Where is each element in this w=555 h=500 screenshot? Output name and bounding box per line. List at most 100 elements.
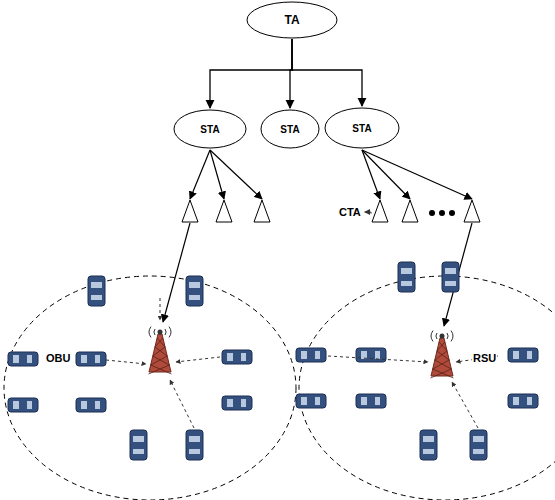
unit-label: RSU <box>472 352 497 364</box>
car-body <box>76 352 106 366</box>
car-window <box>227 399 233 407</box>
cell-boundary <box>299 276 555 500</box>
car-window <box>91 282 102 288</box>
car-window <box>189 282 200 288</box>
car-window <box>315 351 320 359</box>
car-body <box>508 348 538 362</box>
sub-authority-ellipse: STA <box>260 109 320 149</box>
car-window <box>527 351 532 359</box>
node-label: STA <box>280 124 299 135</box>
vehicle-obu <box>8 352 38 366</box>
car-window <box>13 401 19 409</box>
cta-triangle <box>464 200 480 222</box>
car-body <box>76 398 106 412</box>
car-body <box>8 398 38 412</box>
signal-wave <box>149 327 151 338</box>
ellipsis-dot <box>429 210 435 216</box>
car-window <box>189 295 200 300</box>
vehicle-obu <box>296 348 326 362</box>
car-window <box>189 436 200 442</box>
vehicle-obu <box>186 276 203 306</box>
vehicle-obu <box>76 352 106 366</box>
car-window <box>423 449 434 454</box>
cta-triangle <box>402 200 418 222</box>
signal-wave <box>436 333 437 339</box>
car-body <box>296 394 326 408</box>
rsu-tower <box>431 331 454 378</box>
vehicle-obu <box>398 262 415 292</box>
car-window <box>361 397 367 405</box>
authority-ellipse: TA <box>246 1 338 39</box>
vehicle-obu <box>296 394 326 408</box>
signal-wave <box>451 331 453 342</box>
car-body <box>186 430 203 460</box>
tower-lattice <box>151 356 168 365</box>
tower-lattice <box>437 342 445 351</box>
car-window <box>95 355 100 363</box>
car-body <box>296 348 326 362</box>
car-body <box>8 352 38 366</box>
tower-lattice <box>433 369 454 378</box>
tower-lattice <box>435 360 452 369</box>
ellipsis-dot <box>439 210 445 216</box>
ellipsis-dot <box>449 210 455 216</box>
rsu-tower <box>149 327 172 374</box>
car-body <box>508 394 538 408</box>
hierarchy-arrow <box>292 39 362 106</box>
v2i-link <box>160 298 161 320</box>
car-body <box>186 276 203 306</box>
cta-pointer-head <box>365 211 371 212</box>
tower-mast <box>431 338 453 376</box>
vehicle-obu <box>356 394 386 408</box>
car-window <box>445 268 456 274</box>
signal-wave <box>447 333 448 339</box>
vehicle-obu <box>76 398 106 412</box>
car-body <box>470 430 487 460</box>
assignment-arrow <box>163 223 190 322</box>
car-window <box>189 449 200 454</box>
car-window <box>401 281 412 286</box>
car-window <box>227 353 233 361</box>
car-window <box>81 355 87 363</box>
cta-pointer <box>365 212 372 213</box>
car-body <box>130 430 147 460</box>
assignment-arrow <box>210 150 262 199</box>
node-label: TA <box>284 13 299 27</box>
vehicle-obu <box>508 348 538 362</box>
hierarchy-arrow <box>210 39 292 108</box>
node-label: STA <box>200 124 219 135</box>
tower-lattice <box>155 338 163 347</box>
vehicle-obu <box>130 430 147 460</box>
tower-lattice <box>153 356 170 365</box>
vehicle-obu <box>8 398 38 412</box>
car-body <box>356 348 386 362</box>
vehicle-obu <box>356 348 386 362</box>
car-window <box>315 397 320 405</box>
car-window <box>301 351 307 359</box>
signal-wave <box>169 327 171 338</box>
car-window <box>81 401 87 409</box>
assignment-arrow <box>362 150 472 199</box>
tower-lattice <box>157 338 165 347</box>
vehicle-obu <box>442 262 459 292</box>
car-window <box>473 436 484 442</box>
car-window <box>27 355 32 363</box>
tower-lattice <box>437 351 449 360</box>
assignment-arrow <box>362 150 410 199</box>
v2i-link <box>176 357 220 362</box>
antenna <box>158 330 163 335</box>
car-window <box>95 401 100 409</box>
v2i-link <box>452 382 478 428</box>
assignment-arrow <box>190 150 210 199</box>
car-window <box>375 351 380 359</box>
car-window <box>527 397 532 405</box>
car-window <box>401 268 412 274</box>
tower-lattice <box>433 360 450 369</box>
car-window <box>513 351 519 359</box>
tower-lattice <box>439 342 447 351</box>
vehicle-obu <box>186 430 203 460</box>
car-window <box>423 436 434 442</box>
